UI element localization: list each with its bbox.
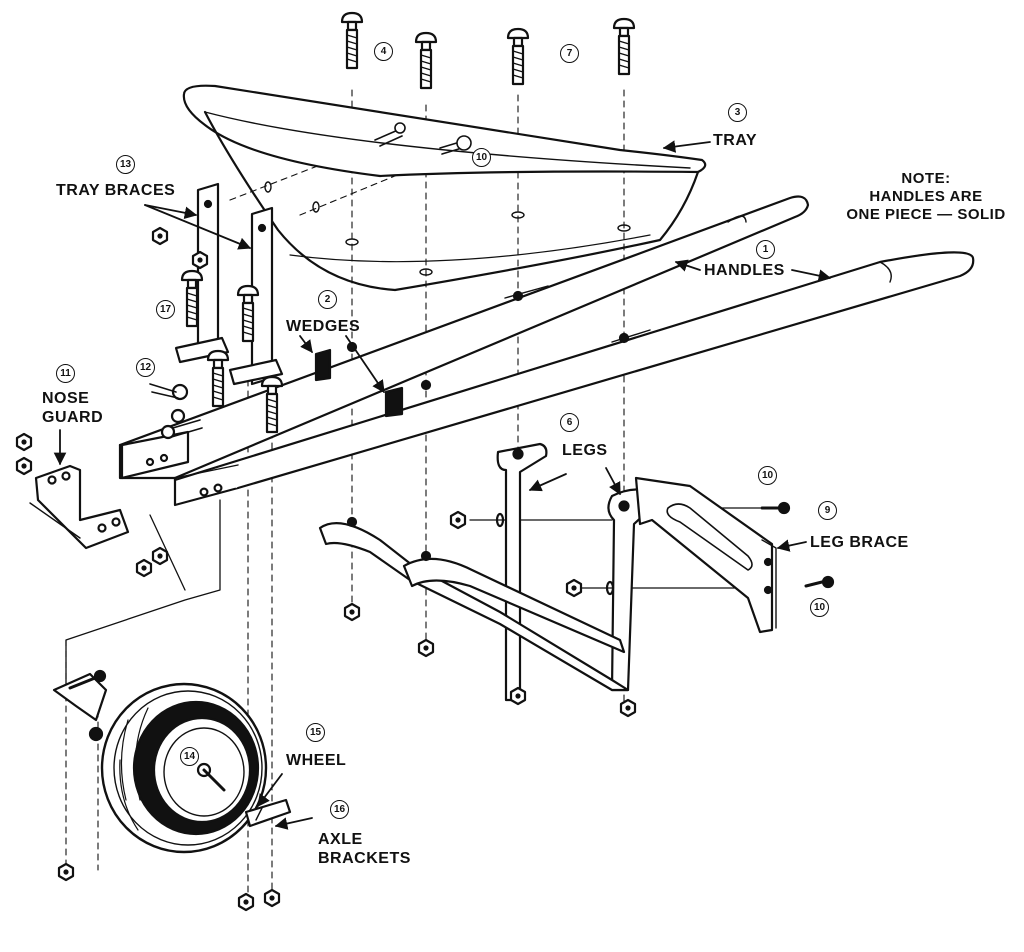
callout-hub: 14 <box>180 747 199 766</box>
callout-legs: 6 <box>560 413 579 432</box>
leg-brace-label: LEG BRACE <box>810 534 909 551</box>
nose-guard-drawing <box>15 383 203 578</box>
note-title: NOTE: <box>901 170 951 187</box>
wedges-drawing <box>314 348 404 418</box>
callout-bolt-a: 10 <box>472 148 491 167</box>
tray-braces-label: TRAY BRACES <box>56 182 176 199</box>
axle-brackets-label-line1: AXLE <box>318 831 363 848</box>
nose-guard-label-line2: GUARD <box>42 409 104 426</box>
callout-axle-brackets: 16 <box>330 800 349 819</box>
note-line-1: HANDLES ARE <box>869 188 983 205</box>
legs-label: LEGS <box>562 442 608 459</box>
note-line-2: ONE PIECE — SOLID <box>846 206 1006 223</box>
tray-braces-drawing <box>151 182 284 434</box>
leader-arrows <box>53 140 832 830</box>
callout-leg-brace: 9 <box>818 501 837 520</box>
callout-bolt-b: 10 <box>758 466 777 485</box>
handles-note: NOTE: HANDLES ARE ONE PIECE — SOLID <box>836 170 1016 224</box>
callout-wheel: 15 <box>306 723 325 742</box>
callout-wedges: 2 <box>318 290 337 309</box>
wedges-label: WEDGES <box>286 318 361 335</box>
callout-tray-bolts-b: 7 <box>560 44 579 63</box>
legs-drawing <box>318 442 664 718</box>
callout-nose-hardware: 12 <box>136 358 155 377</box>
handles-label: HANDLES <box>704 262 785 279</box>
wheel-label: WHEEL <box>286 752 347 769</box>
callout-brace-bolts: 17 <box>156 300 175 319</box>
callout-tray-bolts-a: 4 <box>374 42 393 61</box>
axle-brackets-label-line2: BRACKETS <box>318 850 411 867</box>
callout-bolt-c: 10 <box>810 598 829 617</box>
handles-drawing <box>118 195 975 507</box>
tray-label: TRAY <box>713 132 758 149</box>
wheel-drawing <box>52 669 292 912</box>
callout-tray: 3 <box>728 103 747 122</box>
callout-tray-braces: 13 <box>116 155 135 174</box>
leg-brace-drawing <box>634 476 835 634</box>
tray-side-bolts <box>374 122 472 155</box>
callout-handles: 1 <box>756 240 775 259</box>
nose-guard-label-line1: NOSE <box>42 390 90 407</box>
assembly-route-lines <box>65 499 761 701</box>
callout-nose-guard: 11 <box>56 364 75 383</box>
tray-drawing <box>182 84 707 292</box>
